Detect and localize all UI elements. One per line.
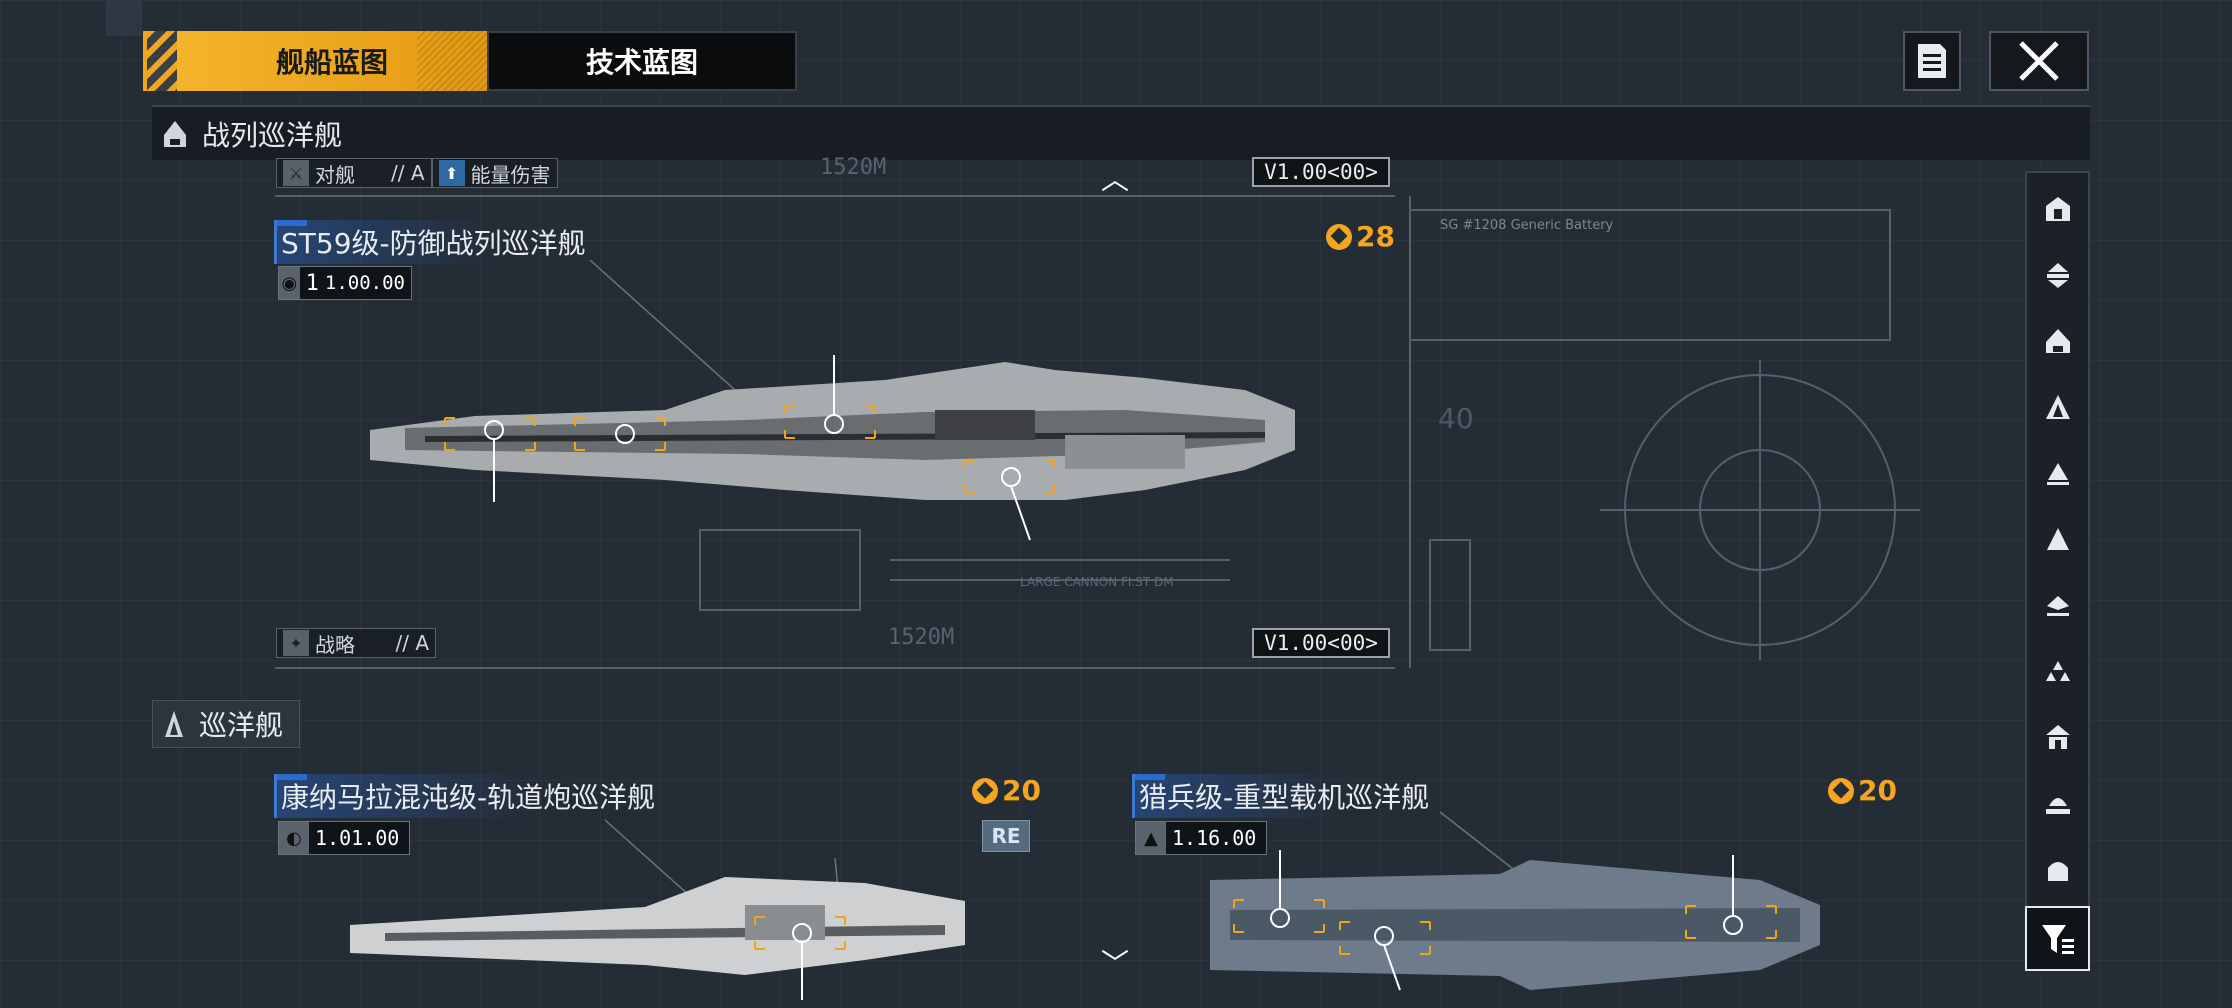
cruiser-1-model[interactable]	[345, 865, 965, 1000]
blueprint-tabs: 舰船蓝图 技术蓝图	[143, 31, 798, 91]
filter-corvette[interactable]	[2033, 579, 2083, 631]
filter-destroyer[interactable]	[2033, 447, 2083, 499]
filter-battlecruiser[interactable]	[2033, 315, 2083, 367]
corvette-class-icon	[2046, 596, 2069, 616]
filter-other[interactable]	[2033, 843, 2083, 895]
cruiser-2-version: ▲ 1.16.00	[1135, 821, 1267, 855]
other-class-icon	[2047, 862, 2068, 881]
filter-fighter[interactable]	[2033, 645, 2083, 697]
anti-ship-icon: ⚔	[283, 160, 309, 186]
filter-button[interactable]	[2025, 906, 2090, 971]
featured-version: ◉ 1 1.00.00	[278, 266, 412, 300]
notes-button[interactable]	[1903, 31, 1961, 91]
cruiser-2-cost: 20	[1828, 774, 1897, 807]
scroll-down-icon[interactable]: ﹀	[1100, 947, 1129, 980]
cost-icon	[1326, 223, 1352, 250]
tab-tech-blueprint[interactable]: 技术蓝图	[487, 31, 797, 91]
scroll-up-icon[interactable]: ︿	[1100, 163, 1129, 196]
tab-stripe-decoration	[143, 31, 177, 91]
battlecruiser-class-icon	[164, 120, 186, 147]
bottom-version-label: V1.00<00>	[1252, 628, 1390, 658]
featured-bottom-tags: ✦ 战略 // A	[276, 628, 436, 658]
carrier-icon: ▲	[1136, 822, 1166, 854]
featured-ship-name[interactable]: ST59级-防御战列巡洋舰	[274, 220, 590, 264]
close-icon	[2019, 41, 2059, 81]
featured-ship-model[interactable]	[365, 350, 1300, 545]
featured-cost: 28	[1326, 220, 1395, 253]
filter-icon	[2041, 924, 2074, 954]
cruiser-2-name[interactable]: 猎兵级-重型载机巡洋舰	[1132, 774, 1434, 818]
globe-icon: ◉	[279, 267, 300, 299]
battlecruiser-class-icon	[2045, 329, 2070, 353]
carrier-class-icon	[2045, 197, 2070, 221]
close-button[interactable]	[1989, 31, 2089, 91]
tab-ship-blueprint[interactable]: 舰船蓝图	[177, 31, 487, 91]
damage-type-tag: ⬆ 能量伤害	[431, 158, 558, 188]
cruiser-1-cost: 20	[972, 774, 1041, 807]
corner-decoration	[106, 0, 142, 36]
role-tag: ⚔ 对舰 // A	[276, 158, 432, 188]
energy-damage-icon: ⬆	[438, 160, 465, 186]
cost-icon	[1828, 777, 1854, 804]
hardware-label: SG #1208 Generic Battery	[1440, 218, 1614, 233]
strategy-icon: ✦	[283, 630, 309, 656]
cruiser-2-model[interactable]	[1200, 850, 1820, 1000]
railgun-icon: ◐	[279, 822, 309, 854]
section-header-battlecruiser: 战列巡洋舰	[152, 105, 2090, 160]
filter-battlecruiser-alt[interactable]	[2033, 249, 2083, 301]
top-version-label: V1.00<00>	[1252, 157, 1390, 187]
cost-icon	[972, 777, 998, 804]
strategy-tag: ✦ 战略 // A	[276, 628, 436, 658]
station-class-icon	[2045, 798, 2070, 814]
filter-frigate[interactable]	[2033, 513, 2083, 565]
filter-auxiliary[interactable]	[2033, 711, 2083, 763]
length-marker-top: 1520M	[820, 155, 887, 180]
cruiser-1-version: ◐ 1.01.00	[278, 821, 410, 855]
length-marker-bottom: 1520M	[888, 625, 955, 650]
filter-station[interactable]	[2033, 777, 2083, 829]
cruiser-class-icon	[2045, 395, 2070, 419]
filter-cruiser[interactable]	[2033, 381, 2083, 433]
featured-top-tags: ⚔ 对舰 // A ⬆ 能量伤害	[276, 158, 558, 188]
auxiliary-class-icon	[2045, 725, 2070, 749]
destroyer-class-icon	[2046, 463, 2069, 485]
fighter-class-icon	[2045, 661, 2070, 681]
battlecruiser-alt-icon	[2046, 263, 2069, 288]
section-header-cruiser: 巡洋舰	[152, 700, 300, 748]
filter-carrier[interactable]	[2033, 183, 2083, 235]
scale-label: 40	[1438, 402, 1474, 435]
ship-class-filter-panel	[2025, 171, 2090, 971]
frigate-class-icon	[2046, 528, 2069, 550]
cannon-label: LARGE CANNON FI.ST DM	[1020, 575, 1174, 589]
cruiser-class-icon	[165, 711, 183, 737]
cruiser-1-name[interactable]: 康纳马拉混沌级-轨道炮巡洋舰	[274, 774, 660, 818]
re-badge: RE	[982, 820, 1030, 852]
notes-icon	[1918, 44, 1946, 78]
